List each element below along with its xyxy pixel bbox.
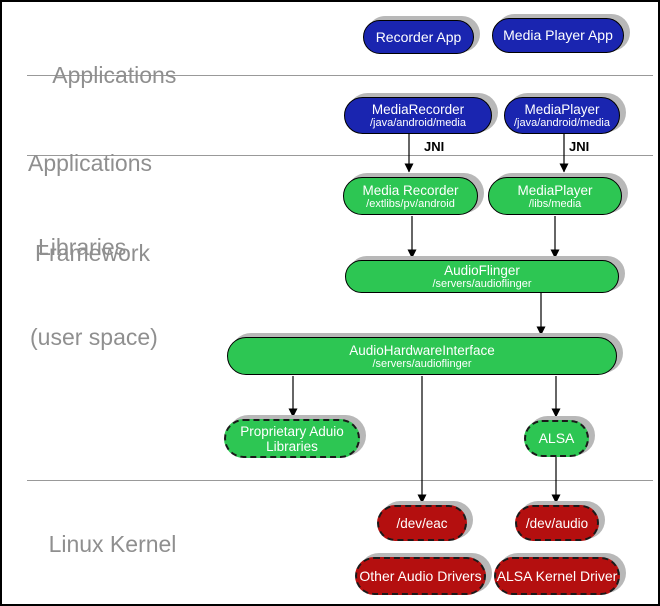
node-title: MediaPlayer: [524, 102, 600, 117]
node-other-audio-drivers: Other Audio Drivers: [355, 557, 486, 595]
jni-label-left: JNI: [424, 139, 445, 154]
node-path: /servers/audioflinger: [432, 278, 532, 290]
jni-label-right: JNI: [569, 139, 590, 154]
layer-label-line1: Applications: [28, 150, 153, 176]
node-mediaplayer-framework: MediaPlayer /java/android/media: [504, 97, 620, 134]
layer-label-line2: (user space): [30, 324, 158, 350]
node-mediarecorder-framework: MediaRecorder /java/android/media: [344, 97, 492, 134]
node-title: ALSA Kernel Driver: [496, 567, 618, 584]
layer-label-line2: Framework: [35, 240, 151, 266]
layer-divider-kernel: [27, 480, 653, 481]
node-title-line2: Libraries: [266, 438, 318, 454]
node-title: Recorder App: [375, 28, 462, 45]
node-path: /servers/audioflinger: [372, 357, 472, 370]
node-dev-audio: /dev/audio: [515, 505, 599, 541]
layer-label-libraries: Libraries (user space): [30, 172, 158, 412]
node-media-recorder-lib: Media Recorder /extlibs/pv/android: [343, 177, 478, 215]
layer-divider-applications: [27, 75, 653, 76]
node-path: /java/android/media: [513, 117, 610, 129]
node-title: /dev/eac: [396, 515, 448, 531]
layer-label-applications: Applications: [28, 30, 176, 120]
node-alsa-kernel-driver: ALSA Kernel Driver: [494, 557, 620, 595]
node-alsa: ALSA: [524, 420, 589, 457]
node-audiohardwareinterface: AudioHardwareInterface /servers/audiofli…: [227, 337, 617, 375]
layer-label-linux-kernel: Linux Kernel: [23, 499, 177, 589]
node-mediaplayer-lib: MediaPlayer /libs/media: [488, 177, 622, 215]
node-title: MediaRecorder: [371, 102, 465, 117]
node-dev-eac: /dev/eac: [377, 505, 467, 541]
node-title: AudioFlinger: [444, 263, 520, 278]
node-title: Other Audio Drivers: [359, 567, 482, 584]
node-audioflinger: AudioFlinger /servers/audioflinger: [345, 260, 619, 293]
layer-label-applications-framework: Applications Framework: [28, 88, 152, 328]
node-title: Media Player App: [503, 27, 613, 43]
node-title: ALSA: [538, 430, 575, 446]
node-media-player-app: Media Player App: [492, 18, 624, 53]
node-title: AudioHardwareInterface: [349, 342, 495, 358]
layer-label-text: Linux Kernel: [48, 531, 177, 557]
node-path: /libs/media: [528, 197, 582, 210]
node-recorder-app: Recorder App: [363, 20, 474, 54]
layer-divider-framework: [27, 155, 653, 156]
node-title: MediaPlayer: [517, 182, 593, 198]
node-title: /dev/audio: [525, 515, 589, 531]
layer-label-line1: Libraries: [38, 234, 127, 260]
node-path: /extlibs/pv/android: [366, 197, 455, 210]
node-path: /java/android/media: [369, 117, 466, 129]
node-title: Media Recorder: [362, 182, 459, 198]
layer-label-text: Applications: [52, 62, 177, 88]
node-title-line1: Proprietary Aduio: [240, 423, 344, 439]
node-proprietary-audio-libraries: Proprietary Aduio Libraries: [224, 419, 360, 458]
